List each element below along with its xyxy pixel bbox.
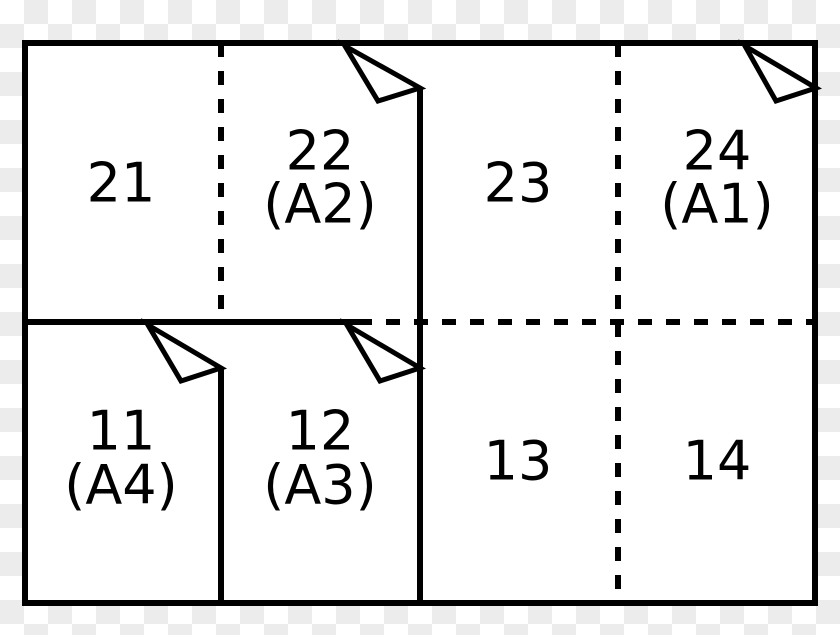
cell-11-secondary: (A4) (64, 454, 177, 517)
cell-12-secondary: (A3) (263, 454, 376, 517)
fold-arrow-icon-22 (338, 39, 427, 104)
fold-arrow-icon-12 (339, 317, 427, 384)
cell-24-primary: 24 (683, 120, 752, 183)
cell-14-primary: 14 (683, 430, 752, 493)
cell-24-secondary: (A1) (660, 173, 773, 236)
cell-label-24: 24 (A1) (660, 120, 773, 236)
cell-label-22: 22 (A2) (263, 120, 376, 236)
fold-arrow-icon-11 (140, 317, 228, 384)
cell-label-12: 12 (A3) (263, 400, 376, 517)
cell-23-primary: 23 (484, 152, 553, 215)
cell-label-23: 23 (484, 152, 553, 215)
cell-label-14: 14 (683, 430, 752, 493)
cell-22-primary: 22 (286, 120, 355, 183)
cell-22-secondary: (A2) (263, 173, 376, 236)
cell-12-primary: 12 (286, 400, 355, 463)
cell-21-primary: 21 (87, 152, 156, 215)
cell-11-primary: 11 (87, 400, 156, 463)
cell-label-13: 13 (484, 430, 553, 493)
cell-13-primary: 13 (484, 430, 553, 493)
cell-label-11: 11 (A4) (64, 400, 177, 517)
fold-arrow-icon-24 (738, 39, 823, 105)
cell-label-21: 21 (87, 152, 156, 215)
